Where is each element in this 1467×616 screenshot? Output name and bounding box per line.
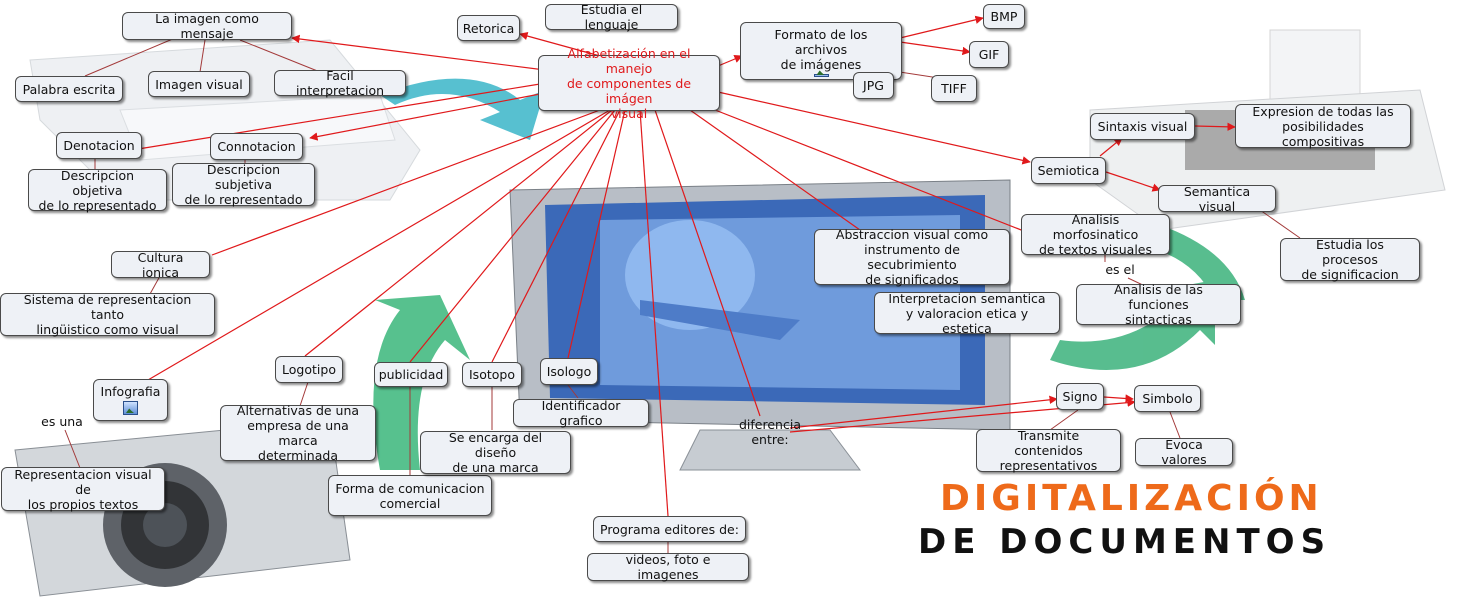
node-logotipo[interactable]: Logotipo xyxy=(275,356,343,383)
node-sistema-representacion[interactable]: Sistema de representacion tanto lingüist… xyxy=(0,293,215,336)
node-imagen-visual[interactable]: Imagen visual xyxy=(148,71,250,97)
node-publicidad[interactable]: publicidad xyxy=(374,362,448,387)
node-analisis-morfosintactico[interactable]: Analisis morfosinatico de textos visuale… xyxy=(1021,214,1170,255)
node-denotacion[interactable]: Denotacion xyxy=(56,132,142,159)
node-estudia-lenguaje[interactable]: Estudia el lenguaje xyxy=(545,4,678,30)
node-sintaxis-visual[interactable]: Sintaxis visual xyxy=(1090,113,1195,140)
node-bmp[interactable]: BMP xyxy=(983,4,1025,29)
formato-label: Formato de los archivos de imágenes xyxy=(747,27,895,72)
banner-de-documentos: DE DOCUMENTOS xyxy=(918,522,1331,562)
node-abstraccion[interactable]: Abstraccion visual como instrumento de s… xyxy=(814,229,1010,285)
node-tiff[interactable]: TIFF xyxy=(931,75,977,102)
node-isologo[interactable]: Isologo xyxy=(540,358,598,385)
node-simbolo[interactable]: Simbolo xyxy=(1134,385,1201,412)
infografia-label: Infografia xyxy=(101,384,161,399)
node-transmite[interactable]: Transmite contenidos representativos xyxy=(976,429,1121,472)
node-semantica-visual[interactable]: Semantica visual xyxy=(1158,185,1276,212)
node-representacion-textos[interactable]: Representacion visual de los propios tex… xyxy=(1,467,165,511)
node-palabra-escrita[interactable]: Palabra escrita xyxy=(15,76,123,102)
node-encarga-diseno[interactable]: Se encarga del diseño de una marca xyxy=(420,431,571,474)
node-analisis-funciones[interactable]: Analisis de las funciones sintacticas xyxy=(1076,284,1241,325)
node-forma-comunicacion[interactable]: Forma de comunicacion comercial xyxy=(328,475,492,516)
node-isotopo[interactable]: Isotopo xyxy=(462,362,522,387)
node-programa-editores[interactable]: Programa editores de: xyxy=(593,516,746,542)
node-signo[interactable]: Signo xyxy=(1056,383,1104,410)
node-imagen-mensaje[interactable]: La imagen como mensaje xyxy=(122,12,292,40)
node-gif[interactable]: GIF xyxy=(969,41,1009,68)
banner-digitalizacion: DIGITALIZACIÓN xyxy=(940,478,1323,519)
node-connotacion[interactable]: Connotacion xyxy=(210,133,303,160)
node-facil-interpretacion[interactable]: Facil interpretacion xyxy=(274,70,406,96)
image-attachment-icon[interactable] xyxy=(123,401,138,415)
label-es-una: es una xyxy=(40,414,84,429)
label-diferencia-entre: diferencia entre: xyxy=(735,417,805,447)
node-descripcion-objetiva[interactable]: Descripcion objetiva de lo representado xyxy=(28,169,167,211)
node-descripcion-subjetiva[interactable]: Descripcion subjetiva de lo representado xyxy=(172,163,315,206)
node-alternativas[interactable]: Alternativas de una empresa de una marca… xyxy=(220,405,376,461)
node-videos-foto[interactable]: videos, foto e imagenes xyxy=(587,553,749,581)
node-semiotica[interactable]: Semiotica xyxy=(1031,157,1106,184)
node-cultura-ionica[interactable]: Cultura ionica xyxy=(111,251,210,278)
node-retorica[interactable]: Retorica xyxy=(457,15,520,41)
label-es-el: es el xyxy=(1102,262,1138,277)
node-interpretacion[interactable]: Interpretacion semantica y valoracion et… xyxy=(874,292,1060,334)
node-jpg[interactable]: JPG xyxy=(853,72,894,99)
node-estudia-procesos[interactable]: Estudia los procesos de significacion xyxy=(1280,238,1420,281)
node-expresion[interactable]: Expresion de todas las posibilidades com… xyxy=(1235,104,1411,148)
node-evoca-valores[interactable]: Evoca valores xyxy=(1135,438,1233,466)
node-identificador[interactable]: Identificador grafico xyxy=(513,399,649,427)
image-attachment-icon[interactable] xyxy=(814,74,829,77)
node-infografia[interactable]: Infografia xyxy=(93,379,168,421)
node-root-alfabetizacion[interactable]: Alfabetización en el manejo de component… xyxy=(538,55,720,111)
